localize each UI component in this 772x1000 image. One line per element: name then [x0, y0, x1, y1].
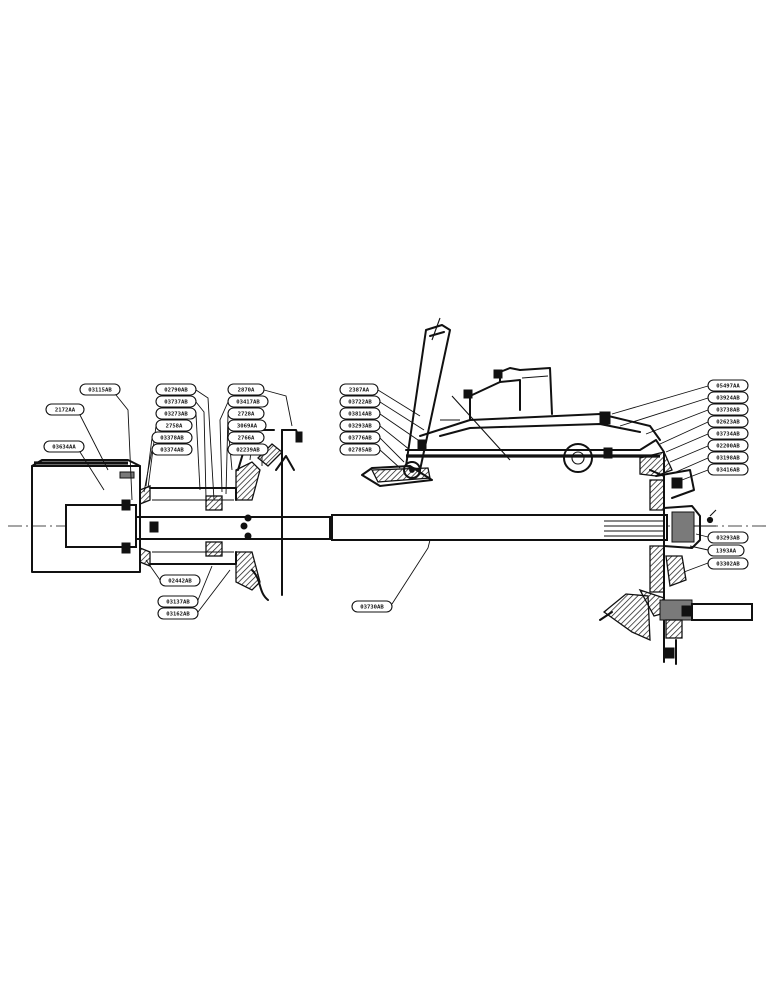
- part-label-1: 03115AB: [79, 383, 133, 501]
- svg-text:03137AB: 03137AB: [166, 600, 190, 606]
- svg-text:02442AB: 02442AB: [168, 579, 192, 585]
- svg-text:03293AB: 03293AB: [348, 424, 372, 430]
- svg-text:03814AB: 03814AB: [348, 412, 372, 418]
- part-label-4: 02790AB: [155, 383, 215, 501]
- svg-text:2870A: 2870A: [238, 388, 255, 394]
- part-label-29: 02623AB: [659, 415, 749, 445]
- svg-text:03162AB: 03162AB: [166, 612, 190, 618]
- svg-text:02623AB: 02623AB: [716, 420, 740, 426]
- part-label-18: 03162AB: [157, 569, 231, 620]
- part-labels: 03115AB 2172AA 03634AA 02790AB 03737AB 0…: [43, 379, 749, 620]
- part-label-32: 03198AB: [675, 451, 749, 473]
- svg-text:03634AA: 03634AA: [52, 445, 76, 451]
- part-label-33: 03416AB: [681, 463, 749, 481]
- part-label-24: 02785AB: [339, 443, 401, 469]
- svg-text:2766A: 2766A: [238, 436, 255, 442]
- part-label-6: 03273AB: [155, 407, 201, 491]
- svg-text:2728A: 2728A: [238, 412, 255, 418]
- part-label-23: 03776AB: [339, 431, 405, 463]
- svg-text:03737AB: 03737AB: [164, 400, 188, 406]
- part-label-9: 03374AB: [143, 443, 193, 493]
- part-label-15: 02239AB: [227, 443, 269, 466]
- svg-text:03416AB: 03416AB: [716, 468, 740, 474]
- svg-text:03734AB: 03734AB: [716, 432, 740, 438]
- part-label-25: 03730AB: [351, 539, 431, 613]
- part-label-13: 3069AA: [227, 419, 267, 471]
- part-label-19: 2387AA: [339, 383, 421, 417]
- control-housing-assembly: [361, 317, 665, 487]
- svg-text:02200AB: 02200AB: [716, 444, 740, 450]
- svg-text:03730AB: 03730AB: [360, 605, 384, 611]
- svg-text:03115AB: 03115AB: [88, 388, 112, 394]
- part-label-28: 03738AB: [645, 403, 749, 435]
- part-label-30: 03734AB: [665, 427, 749, 453]
- part-label-21: 03814AB: [339, 407, 419, 441]
- svg-text:02785AB: 02785AB: [348, 448, 372, 454]
- part-label-10: 2870A: [227, 383, 293, 427]
- svg-text:03374AB: 03374AB: [160, 448, 184, 454]
- svg-text:03738AB: 03738AB: [716, 408, 740, 414]
- part-label-17: 03137AB: [157, 565, 213, 608]
- svg-text:03776AB: 03776AB: [348, 436, 372, 442]
- svg-text:03417AB: 03417AB: [236, 400, 260, 406]
- svg-text:2387AA: 2387AA: [349, 388, 370, 394]
- main-shaft: [8, 514, 768, 541]
- part-label-27: 03924AB: [619, 391, 749, 427]
- part-label-31: 02200AB: [669, 439, 749, 463]
- part-label-8: 03378AB: [145, 431, 193, 487]
- svg-text:03293AB: 03293AB: [716, 536, 740, 542]
- svg-text:03378AB: 03378AB: [160, 436, 184, 442]
- part-label-11: 03417AB: [219, 395, 269, 493]
- part-label-12: 2728A: [225, 407, 265, 495]
- svg-text:03273AB: 03273AB: [164, 412, 188, 418]
- left-housing-assembly: [31, 429, 303, 601]
- part-label-22: 03293AB: [339, 419, 411, 451]
- part-label-26: 05497AA: [611, 379, 749, 415]
- svg-text:03302AB: 03302AB: [716, 562, 740, 568]
- svg-text:1393AA: 1393AA: [716, 549, 737, 555]
- svg-text:03924AB: 03924AB: [716, 396, 740, 402]
- svg-text:03198AB: 03198AB: [716, 456, 740, 462]
- svg-text:2172AA: 2172AA: [55, 408, 76, 414]
- right-drive-assembly: [599, 451, 753, 665]
- svg-text:02790AB: 02790AB: [164, 388, 188, 394]
- part-label-5: 03737AB: [155, 395, 207, 499]
- part-label-34: 03293AB: [695, 531, 749, 544]
- svg-text:03722AB: 03722AB: [348, 400, 372, 406]
- part-label-2: 2172AA: [45, 403, 109, 471]
- svg-text:3069AA: 3069AA: [237, 424, 258, 430]
- part-label-16: 02442AB: [145, 559, 201, 587]
- svg-text:2758A: 2758A: [166, 424, 183, 430]
- part-label-3: 03634AA: [43, 440, 105, 491]
- svg-text:05497AA: 05497AA: [716, 384, 740, 390]
- part-label-35: 1393AA: [689, 544, 745, 557]
- svg-text:02239AB: 02239AB: [236, 448, 260, 454]
- part-label-20: 03722AB: [339, 395, 425, 431]
- part-label-36: 03302AB: [683, 557, 749, 573]
